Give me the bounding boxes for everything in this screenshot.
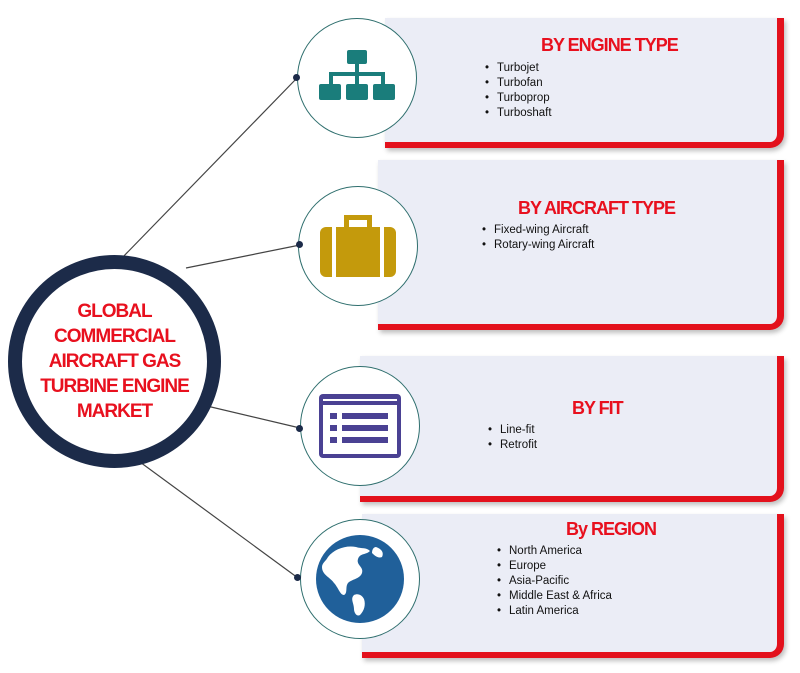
list-item: Fixed-wing Aircraft bbox=[482, 223, 594, 238]
engine-type-list: Turbojet Turbofan Turboprop Turboshaft bbox=[485, 61, 552, 121]
connector-dot bbox=[293, 74, 300, 81]
list-window-icon bbox=[319, 394, 401, 458]
list-item: Asia-Pacific bbox=[497, 574, 612, 589]
connector-dot bbox=[296, 241, 303, 248]
region-title: By REGION bbox=[566, 519, 657, 539]
aircraft-type-list: Fixed-wing Aircraft Rotary-wing Aircraft bbox=[482, 223, 594, 253]
market-hub-circle: GLOBAL COMMERCIAL AIRCRAFT GAS TURBINE E… bbox=[8, 255, 221, 468]
aircraft-type-panel: BY AIRCRAFT TYPE Fixed-wing Aircraft Rot… bbox=[378, 160, 784, 330]
list-item: Turboshaft bbox=[485, 106, 552, 121]
region-icon-circle bbox=[300, 519, 420, 639]
connector-dot bbox=[294, 574, 301, 581]
list-item: Turbofan bbox=[485, 76, 552, 91]
engine-type-icon-circle bbox=[297, 18, 417, 138]
globe-icon bbox=[316, 535, 404, 623]
briefcase-icon bbox=[320, 215, 396, 277]
list-item: Rotary-wing Aircraft bbox=[482, 238, 594, 253]
list-item: Turboprop bbox=[485, 91, 552, 106]
fit-icon-circle bbox=[300, 366, 420, 486]
region-panel: By REGION North America Europe Asia-Paci… bbox=[362, 514, 784, 658]
list-item: North America bbox=[497, 544, 612, 559]
list-item: Retrofit bbox=[488, 438, 537, 453]
list-item: Latin America bbox=[497, 604, 612, 619]
fit-title: BY FIT bbox=[572, 398, 624, 418]
list-item: Europe bbox=[497, 559, 612, 574]
aircraft-type-title: BY AIRCRAFT TYPE bbox=[518, 198, 676, 218]
list-item: Line-fit bbox=[488, 423, 537, 438]
engine-type-panel: BY ENGINE TYPE Turbojet Turbofan Turbopr… bbox=[385, 18, 784, 148]
engine-type-title: BY ENGINE TYPE bbox=[541, 35, 679, 55]
fit-panel: BY FIT Line-fit Retrofit bbox=[360, 356, 784, 502]
aircraft-type-icon-circle bbox=[298, 186, 418, 306]
hierarchy-icon bbox=[319, 50, 395, 100]
market-title: GLOBAL COMMERCIAL AIRCRAFT GAS TURBINE E… bbox=[40, 301, 190, 422]
region-list: North America Europe Asia-Pacific Middle… bbox=[497, 544, 612, 619]
connector-dot bbox=[296, 425, 303, 432]
list-item: Turbojet bbox=[485, 61, 552, 76]
list-item: Middle East & Africa bbox=[497, 589, 612, 604]
fit-list: Line-fit Retrofit bbox=[488, 423, 537, 453]
